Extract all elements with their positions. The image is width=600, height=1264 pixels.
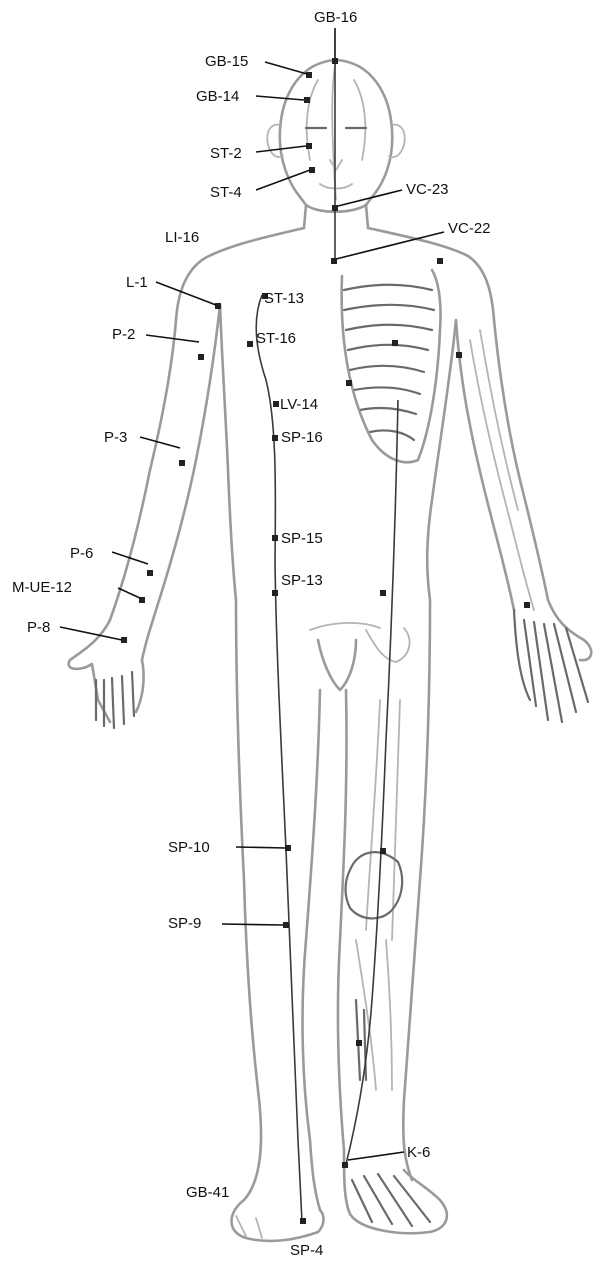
label-li16: LI-16 (165, 229, 199, 246)
label-p8: P-8 (27, 619, 50, 636)
point-gb16 (332, 58, 338, 64)
label-mue12: M-UE-12 (12, 579, 72, 596)
label-p6: P-6 (70, 545, 93, 562)
label-p2: P-2 (112, 326, 135, 343)
point-sp13 (272, 590, 278, 596)
label-sp10: SP-10 (168, 839, 210, 856)
label-sp13: SP-13 (281, 572, 323, 589)
label-gb14: GB-14 (196, 88, 239, 105)
body-figure (69, 60, 592, 1241)
label-gb41: GB-41 (186, 1184, 229, 1201)
point-p6 (147, 570, 153, 576)
rib-cage (342, 270, 441, 462)
point-sp16 (272, 435, 278, 441)
label-k6: K-6 (407, 1144, 430, 1161)
label-sp4: SP-4 (290, 1242, 323, 1259)
label-st4: ST-4 (210, 184, 242, 201)
point-lv14 (273, 401, 279, 407)
point-gb15 (306, 72, 312, 78)
point-sp4 (300, 1218, 306, 1224)
label-sp15: SP-15 (281, 530, 323, 547)
point-p2 (198, 354, 204, 360)
point-st16 (247, 341, 253, 347)
label-gb16: GB-16 (314, 9, 357, 26)
label-st2: ST-2 (210, 145, 242, 162)
label-l1: L-1 (126, 274, 148, 291)
label-vc22: VC-22 (448, 220, 491, 237)
point-sp15 (272, 535, 278, 541)
point-st2 (306, 143, 312, 149)
label-gb15: GB-15 (205, 53, 248, 70)
label-lv14: LV-14 (280, 396, 318, 413)
point-p3 (179, 460, 185, 466)
point-labels: GB-16 GB-15 GB-14 ST-2 ST-4 VC-23 LI-16 … (12, 9, 491, 1259)
point-vc23 (332, 205, 338, 211)
label-sp16: SP-16 (281, 429, 323, 446)
label-st13: ST-13 (264, 290, 304, 307)
point-gb14 (304, 97, 310, 103)
point-k6 (342, 1162, 348, 1168)
label-sp9: SP-9 (168, 915, 201, 932)
label-vc23: VC-23 (406, 181, 449, 198)
point-sp9 (283, 922, 289, 928)
label-p3: P-3 (104, 429, 127, 446)
label-st16: ST-16 (256, 330, 296, 347)
point-l1 (215, 303, 221, 309)
